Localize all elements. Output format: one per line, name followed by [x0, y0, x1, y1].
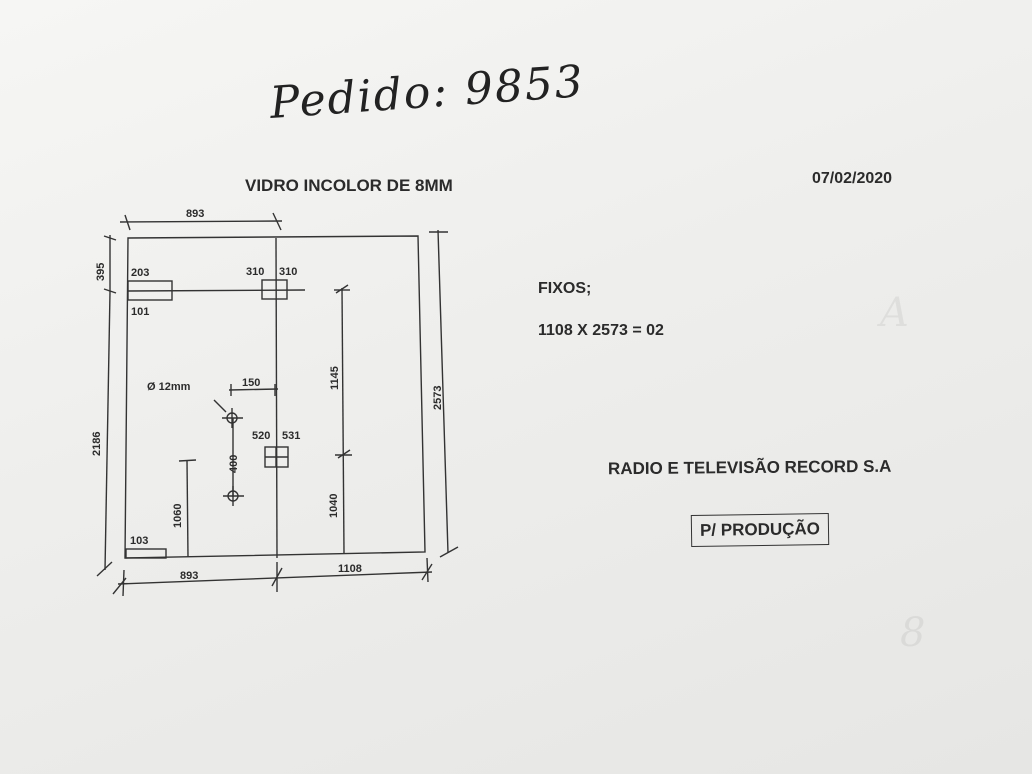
client-name: RADIO E TELEVISÃO RECORD S.A: [607, 456, 892, 479]
dim-hole-diameter: Ø 12mm: [147, 381, 191, 393]
horizontal-reference-line: [127, 289, 306, 292]
dimension-line-top: [119, 220, 283, 223]
dim-310-left: 310: [246, 266, 264, 278]
diameter-leader: [213, 399, 227, 413]
dim-103: 103: [130, 535, 148, 547]
dim-1145: 1145: [329, 366, 341, 390]
dim-531: 531: [282, 430, 300, 442]
dim-310-right: 310: [279, 266, 297, 278]
dim-520: 520: [252, 430, 270, 442]
bleed-through-mark: A: [880, 290, 909, 336]
glass-panel-outline: [124, 235, 426, 559]
dim-203: 203: [131, 267, 149, 279]
glass-spec-title: VIDRO INCOLOR DE 8MM: [245, 176, 453, 195]
notch-bottom-left: [125, 548, 167, 559]
dimension-line-1145-1040: [341, 287, 345, 554]
dim-150: 150: [242, 377, 260, 389]
dimension-line-bottom: [117, 571, 433, 585]
dim-1040: 1040: [328, 494, 340, 518]
dimension-line-150: [228, 388, 279, 391]
dim-top-width: 893: [186, 208, 204, 220]
dim-2573: 2573: [432, 386, 444, 410]
quantity-line: 1108 X 2573 = 02: [538, 322, 664, 339]
dim-bottom-right: 1108: [338, 563, 362, 575]
notch-divider-top: [261, 279, 288, 300]
hole-marker-lower: [223, 486, 244, 506]
dimension-line-1060: [186, 459, 189, 558]
production-stamp: P/ PRODUÇÃO: [690, 513, 830, 547]
fixos-label: FIXOS;: [538, 280, 592, 297]
dimension-line-2186: [104, 291, 111, 571]
dim-1060: 1060: [172, 504, 184, 528]
bleed-through-mark: 8: [900, 610, 926, 656]
dimension-line-2573: [437, 229, 449, 554]
dim-400: 400: [228, 455, 240, 473]
document-date: 07/02/2020: [812, 170, 893, 187]
dim-2186: 2186: [91, 432, 103, 456]
panel-divider: [275, 237, 278, 559]
notch-top-left: [127, 280, 173, 301]
hole-marker-upper: [222, 408, 243, 428]
dim-101: 101: [131, 306, 149, 318]
dim-395: 395: [95, 263, 107, 281]
dim-bottom-left: 893: [180, 570, 198, 582]
